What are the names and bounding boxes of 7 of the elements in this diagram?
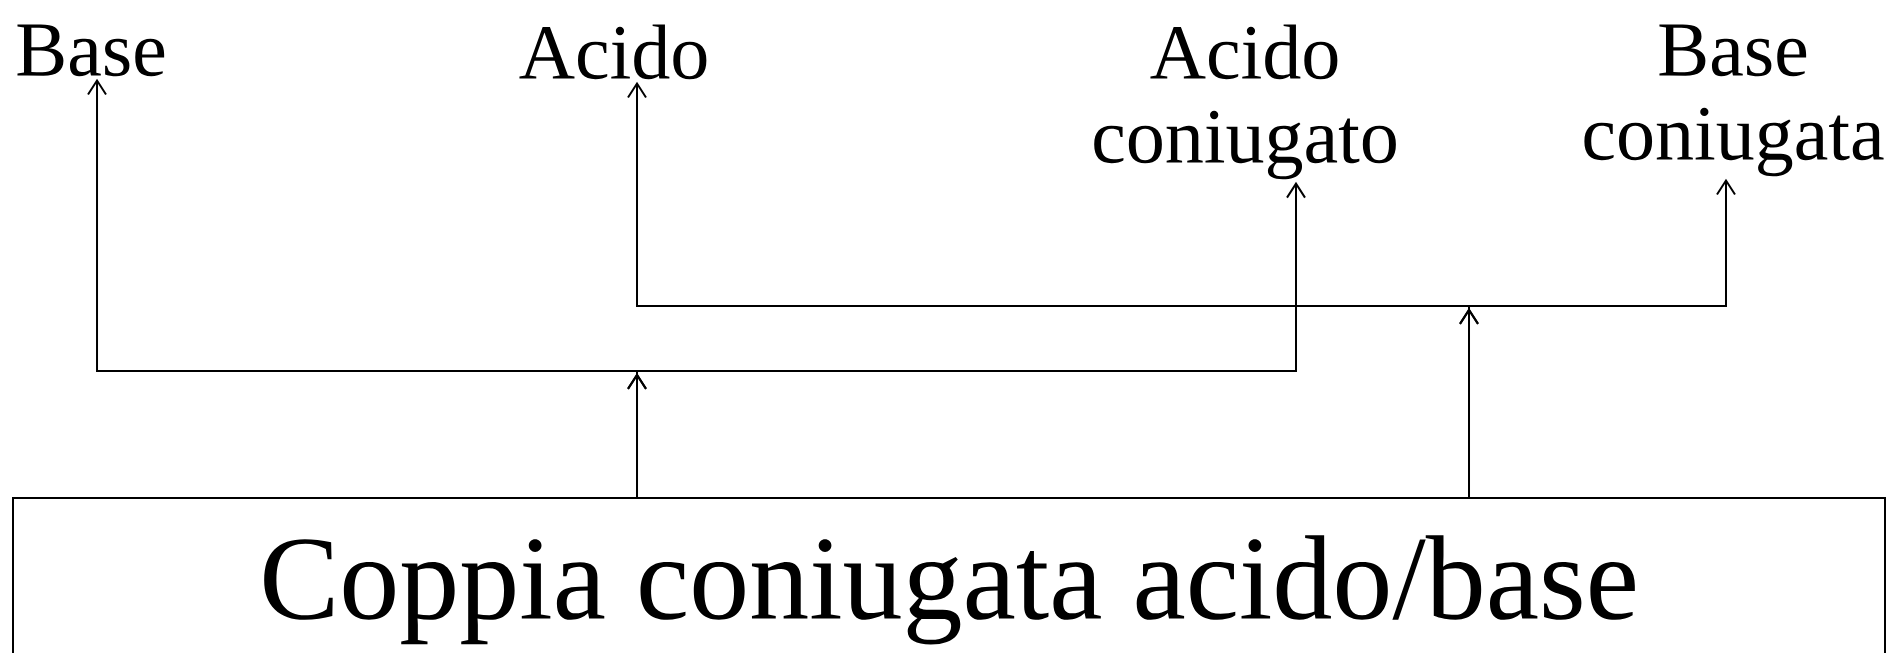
- arrow: [627, 181, 1306, 498]
- arrow: [1459, 178, 1736, 498]
- node-label: Base: [17, 24, 165, 77]
- text-box: Coppia coniugata acido/base: [12, 497, 1886, 653]
- node-label: Base coniugata: [1584, 24, 1884, 177]
- node-label: Acido: [519, 24, 707, 80]
- node-label: Acido coniugato: [1094, 24, 1396, 180]
